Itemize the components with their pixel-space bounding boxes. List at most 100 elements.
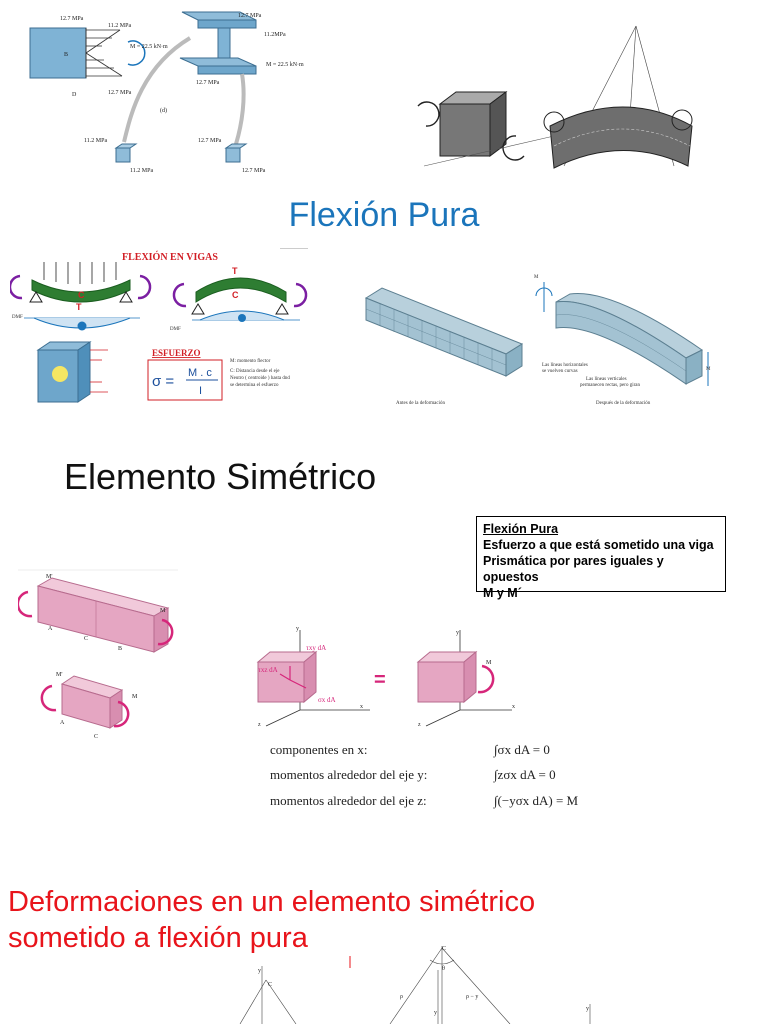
svg-text:T: T bbox=[232, 266, 238, 276]
svg-text:12.7 MPa: 12.7 MPa bbox=[108, 90, 132, 96]
svg-text:M: M bbox=[534, 275, 539, 280]
svg-text:y: y bbox=[434, 1010, 437, 1016]
svg-text:se determina el esfuerzo: se determina el esfuerzo bbox=[230, 383, 279, 388]
svg-text:11.2 MPa: 11.2 MPa bbox=[108, 23, 131, 29]
stress-arrows bbox=[85, 29, 123, 77]
svg-text:M: M bbox=[706, 367, 711, 372]
heading-deformaciones: Deformaciones en un elemento simétrico s… bbox=[8, 884, 708, 956]
info-box-line: M y M´ bbox=[483, 586, 522, 600]
svg-text:x: x bbox=[512, 704, 515, 710]
equation-label: componentes en x: bbox=[270, 742, 368, 757]
svg-text:12.7 MPa: 12.7 MPa bbox=[60, 16, 84, 22]
svg-text:τxy dA: τxy dA bbox=[306, 644, 326, 652]
heading-elemento-simetrico: Elemento Simétrico bbox=[64, 456, 377, 497]
svg-text:Las líneas verticales: Las líneas verticales bbox=[586, 377, 627, 382]
svg-text:y: y bbox=[456, 630, 459, 636]
equation-label: momentos alrededor del eje y: bbox=[270, 767, 428, 782]
stress-block bbox=[36, 341, 108, 403]
member-short bbox=[40, 675, 130, 729]
svg-text:M': M' bbox=[56, 672, 62, 678]
svg-text:B: B bbox=[118, 646, 122, 652]
svg-text:θ: θ bbox=[442, 966, 445, 972]
svg-text:M: momento flector: M: momento flector bbox=[230, 359, 271, 364]
svg-text:y: y bbox=[586, 1006, 589, 1012]
svg-text:Después de la deformación: Después de la deformación bbox=[596, 401, 651, 406]
deformation-geometry-figure: y C C θ ρ ρ − y y y bbox=[239, 946, 591, 1024]
curved-segment bbox=[549, 25, 693, 169]
beam-before bbox=[364, 287, 524, 377]
equation-label: momentos alrededor del eje z: bbox=[270, 793, 427, 808]
stress-formula: ESFUERZO σ = M . c I bbox=[147, 348, 223, 401]
svg-text:C: C bbox=[84, 636, 88, 642]
fbd-block-left bbox=[256, 650, 318, 704]
equation-formula: ∫σx dA = 0 bbox=[494, 742, 550, 757]
equation-formula: ∫zσx dA = 0 bbox=[494, 767, 556, 782]
svg-text:C: C bbox=[268, 982, 272, 988]
fbd-block-right bbox=[416, 650, 495, 704]
svg-text:ρ − y: ρ − y bbox=[466, 994, 478, 1000]
equation-row: componentes en x: bbox=[270, 742, 367, 758]
svg-text:y: y bbox=[296, 626, 299, 632]
svg-text:11.2MPa: 11.2MPa bbox=[264, 32, 286, 38]
svg-text:M: M bbox=[160, 608, 166, 614]
svg-text:T: T bbox=[76, 302, 82, 312]
prism-block bbox=[438, 91, 508, 157]
svg-text:I: I bbox=[199, 385, 202, 397]
svg-text:C: C bbox=[78, 290, 85, 300]
svg-text:Las líneas horizontales: Las líneas horizontales bbox=[542, 363, 588, 368]
svg-text:M': M' bbox=[46, 574, 52, 580]
info-box-line: Prismática por pares iguales y opuestos bbox=[483, 554, 664, 584]
svg-text:C: C bbox=[232, 290, 239, 300]
symmetric-member-figures: M' M A C B M' M A C bbox=[18, 569, 178, 740]
member-long bbox=[18, 577, 174, 653]
svg-text:z: z bbox=[258, 722, 261, 728]
svg-text:M = 22.5 kN·m: M = 22.5 kN·m bbox=[266, 62, 304, 68]
svg-text:FLEXIÓN EN VIGAS: FLEXIÓN EN VIGAS bbox=[122, 251, 218, 263]
info-box-title: Flexión Pura bbox=[483, 522, 559, 536]
svg-text:M . c: M . c bbox=[188, 367, 212, 379]
svg-text:x: x bbox=[360, 704, 363, 710]
mesh-deformation-figure: Antes de la deformación M M Las líneas h… bbox=[364, 275, 711, 406]
svg-text:12.7 MPa: 12.7 MPa bbox=[242, 168, 266, 174]
svg-text:ρ: ρ bbox=[400, 994, 403, 1000]
svg-text:M: M bbox=[486, 660, 492, 666]
svg-text:Neutro ( centroide ) hasta dnd: Neutro ( centroide ) hasta dnd bbox=[230, 376, 290, 381]
svg-text:11.2 MPa: 11.2 MPa bbox=[84, 138, 107, 144]
svg-text:τxz dA: τxz dA bbox=[258, 666, 278, 674]
equation-row: momentos alrededor del eje y: bbox=[270, 767, 427, 783]
svg-text:11.2 MPa: 11.2 MPa bbox=[130, 168, 153, 174]
svg-text:D: D bbox=[72, 92, 77, 98]
stress-cube-d bbox=[224, 143, 248, 163]
heading-line: Deformaciones en un elemento simétrico bbox=[8, 886, 536, 918]
svg-text:z: z bbox=[418, 722, 421, 728]
svg-text:Antes de la deformación: Antes de la deformación bbox=[396, 401, 446, 406]
equation-formula: ∫(−yσx dA) = M bbox=[494, 793, 579, 808]
beam-right: T C DMF bbox=[170, 266, 308, 332]
beam-after bbox=[555, 292, 703, 385]
beam-bending-diagram: FLEXIÓN EN VIGAS C T DMF T C DMF bbox=[10, 251, 308, 403]
svg-text:M = 22.5 kN·m: M = 22.5 kN·m bbox=[130, 44, 168, 50]
svg-text:M: M bbox=[132, 694, 138, 700]
svg-text:12.7 MPa: 12.7 MPa bbox=[196, 80, 220, 86]
heading-flexion-pura: Flexión Pura bbox=[288, 196, 480, 234]
svg-text:ESFUERZO: ESFUERZO bbox=[152, 348, 201, 358]
info-box-line: Esfuerzo a que está sometido una viga bbox=[483, 538, 714, 552]
free-body-figures: y z x τxy dA τxz dA σx dA = y z x M bbox=[256, 626, 515, 728]
i-beam bbox=[179, 11, 257, 75]
svg-text:=: = bbox=[374, 669, 386, 691]
prism-bending-figure bbox=[417, 25, 693, 169]
svg-text:C: C bbox=[94, 734, 98, 740]
info-box-flexion-pura: Flexión Pura Esfuerzo a que está sometid… bbox=[476, 516, 726, 600]
beam-section bbox=[29, 27, 87, 79]
stress-distribution-figure: 12.7 MPa 11.2 MPa M = 22.5 kN·m 12.7 MPa… bbox=[29, 11, 304, 174]
svg-text:permanecen rectas, pero giran: permanecen rectas, pero giran bbox=[580, 383, 640, 388]
beam-left: C T DMF bbox=[10, 262, 152, 331]
svg-text:(d): (d) bbox=[160, 107, 167, 114]
svg-text:12.7 MPa: 12.7 MPa bbox=[238, 13, 262, 19]
svg-text:se vuelven curvas: se vuelven curvas bbox=[542, 369, 578, 374]
svg-text:A: A bbox=[48, 626, 53, 632]
svg-text:σx dA: σx dA bbox=[318, 696, 336, 704]
svg-text:σ =: σ = bbox=[152, 373, 174, 390]
svg-text:y: y bbox=[258, 968, 261, 974]
equation-row: momentos alrededor del eje z: bbox=[270, 793, 427, 809]
